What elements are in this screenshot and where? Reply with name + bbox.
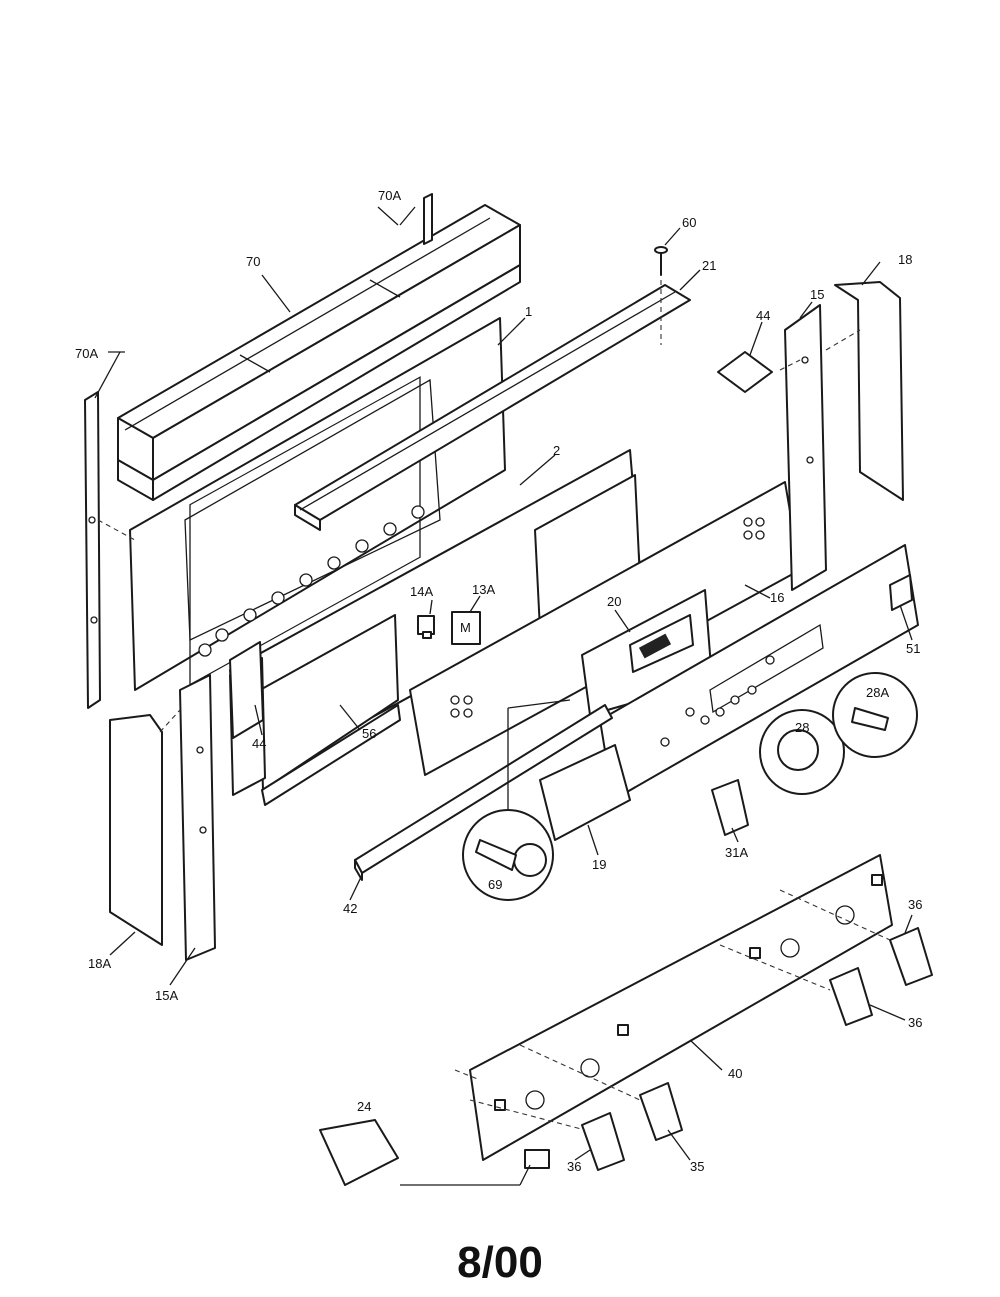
callout-label: 42 [343,901,357,916]
callout-label: 36 [567,1159,581,1174]
callout-label: 36 [908,897,922,912]
callout-label: 56 [362,726,376,741]
callout-label: 44 [756,308,770,323]
callout-label: 69 [488,877,502,892]
callout-label: 51 [906,641,920,656]
part-70a-strip-top [423,193,433,245]
callout-label: 70A [378,188,401,203]
part-13a-relay: M [451,611,481,645]
part-36-knob-b [829,967,873,1026]
part-19-overlay [539,744,631,841]
part-42-rail [354,704,613,881]
part-31a-knob [711,779,749,836]
part-70a-strip-left [84,391,101,709]
part-28a-shaft-detail [832,672,918,758]
part-18a-endcap-left [109,714,163,946]
part-36-knob-c [581,1112,625,1171]
part-40-manifold-panel [469,854,893,1161]
callout-label: 18A [88,956,111,971]
date-code: 8/00 [457,1238,543,1287]
assembly-dashes [97,329,891,1131]
callout-label: 28 [795,720,809,735]
callout-label: 28A [866,685,889,700]
callout-label: 31A [725,845,748,860]
callout-label: 18 [898,252,912,267]
part-18-endcap-right [834,281,904,501]
callout-label: 20 [607,594,621,609]
svg-text:M: M [460,620,471,635]
part-44-bracket-right [717,351,773,393]
part-60-screw [654,246,668,345]
part-28-knob-detail [759,709,845,795]
part-44-bracket-left [229,641,264,739]
callout-label: 2 [553,443,560,458]
part-21-channel [294,284,691,531]
callout-label: 36 [908,1015,922,1030]
callout-label: 44 [252,736,266,751]
callout-labels: 70A 70 70A 60 21 1 18 15 44 2 14A 13A 16… [75,188,922,1174]
callout-label: 21 [702,258,716,273]
callout-label: 16 [770,590,784,605]
callout-label: 1 [525,304,532,319]
callout-label: 35 [690,1159,704,1174]
callout-label: 24 [357,1099,371,1114]
callout-label: 40 [728,1066,742,1081]
part-69-screw-detail [462,809,554,901]
callout-label: 19 [592,857,606,872]
part-14a-switch [417,615,435,639]
part-24-switch [319,1119,550,1186]
callout-label: 70 [246,254,260,269]
part-70-duct [117,204,521,501]
back-panel-holes [198,505,425,657]
part-15-bracket-right [784,304,827,591]
part-35-knob [639,1082,683,1141]
part-15a-bracket-left [179,674,216,961]
callout-label: 60 [682,215,696,230]
callout-label: 15A [155,988,178,1003]
callout-label: 14A [410,584,433,599]
leader-lines [94,206,913,1186]
callout-label: 13A [472,582,495,597]
callout-label: 15 [810,287,824,302]
part-36-knob-a [889,927,933,986]
callout-label: 70A [75,346,98,361]
